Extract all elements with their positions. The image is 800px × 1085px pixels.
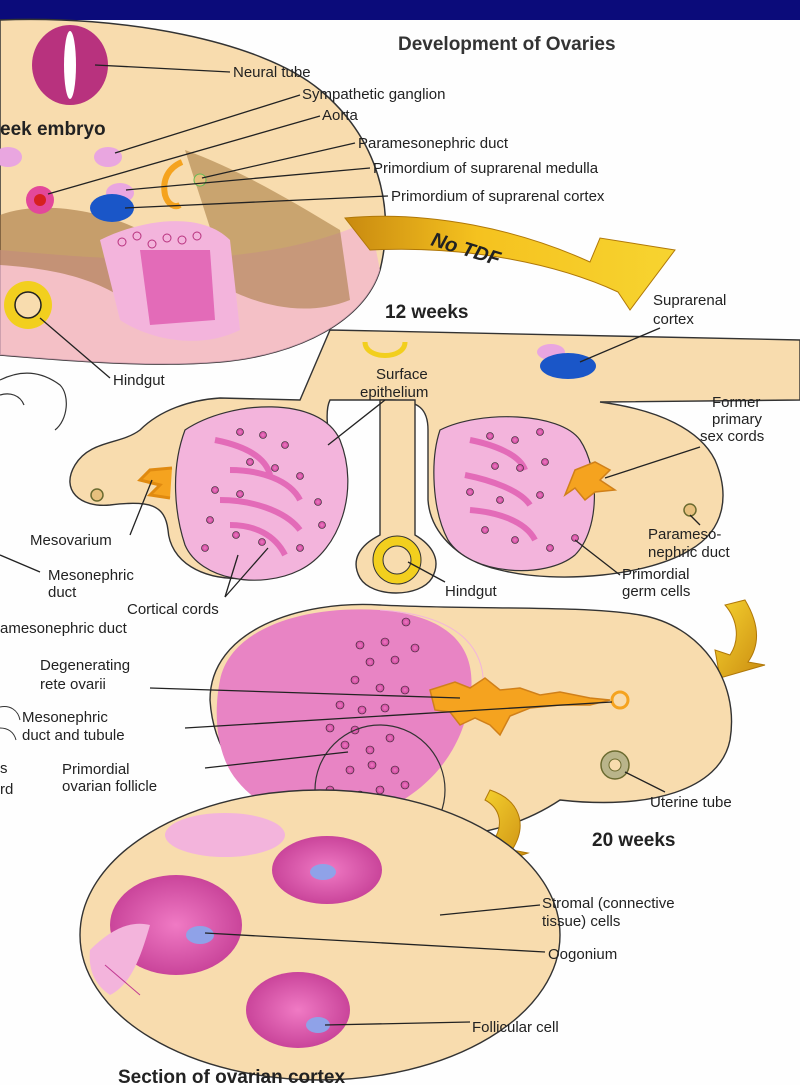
label-stromal-1: Stromal (connective [542,895,675,912]
label-follicular-cell: Follicular cell [472,1019,559,1036]
label-left-cut-1: s [0,760,8,777]
week12-hindgut [373,536,421,584]
label-suprarenal-1: Suprarenal [653,292,726,309]
label-germ-cells-1: Primordial [622,566,690,583]
label-parameso-1: Parameso- [648,526,721,543]
label-left-cut-2: rd [0,781,13,798]
label-cortical-cords: Cortical cords [127,601,219,618]
label-uterine-tube: Uterine tube [650,794,732,811]
label-follicle-2: ovarian follicle [62,778,157,795]
diagram-title: Development of Ovaries [398,34,616,55]
label-aorta: Aorta [322,107,359,124]
label-week12-hindgut: Hindgut [445,583,498,600]
week12-heading: 12 weeks [385,302,468,323]
arrow-to-20-weeks [715,600,765,678]
embryo-heading: eek embryo [0,119,106,140]
follicular-cell [246,972,350,1048]
label-rete-1: Degenerating [40,657,130,674]
label-former-cords-3: sex cords [700,428,764,445]
label-meso-tubule-2: duct and tubule [22,727,125,744]
week12-suprarenal-cortex [540,353,596,379]
label-mesonephric-duct-1: Mesonephric [48,567,134,584]
label-paramesonephric-duct: Paramesonephric duct [358,135,509,152]
label-sympathetic-ganglion: Sympathetic ganglion [302,86,445,103]
label-surface-epithelium-2: epithelium [360,384,428,401]
label-neural-tube: Neural tube [233,64,311,81]
label-former-cords-1: Former [712,394,760,411]
sympathetic-ganglion [94,147,122,167]
week20-heading: 20 weeks [592,830,675,851]
label-suprarenal-cortex: Primordium of suprarenal cortex [391,188,605,205]
uterine-tube [601,751,629,779]
label-paramesonephric-cut: amesonephric duct [0,620,128,637]
label-suprarenal-2: cortex [653,311,694,328]
label-rete-2: rete ovarii [40,676,106,693]
label-embryo-hindgut: Hindgut [113,372,166,389]
ovarian-cortex-section [80,790,560,1080]
section-heading: Section of ovarian cortex [118,1067,345,1085]
aorta [26,186,54,214]
label-germ-cells-2: germ cells [622,583,690,600]
label-stromal-2: tissue) cells [542,913,620,930]
label-suprarenal-medulla: Primordium of suprarenal medulla [373,160,599,177]
label-mesovarium: Mesovarium [30,532,112,549]
no-tdf-arrow: No TDF [345,216,675,310]
label-surface-epithelium-1: Surface [376,366,428,383]
label-follicle-1: Primordial [62,761,130,778]
label-mesonephric-duct-2: duct [48,584,77,601]
label-oogonium: Oogonium [548,946,617,963]
label-parameso-2: nephric duct [648,544,731,561]
left-ovary-12w [176,407,348,580]
label-meso-tubule-1: Mesonephric [22,709,108,726]
label-former-cords-2: primary [712,411,763,428]
right-paramesonephric-duct [684,504,696,516]
